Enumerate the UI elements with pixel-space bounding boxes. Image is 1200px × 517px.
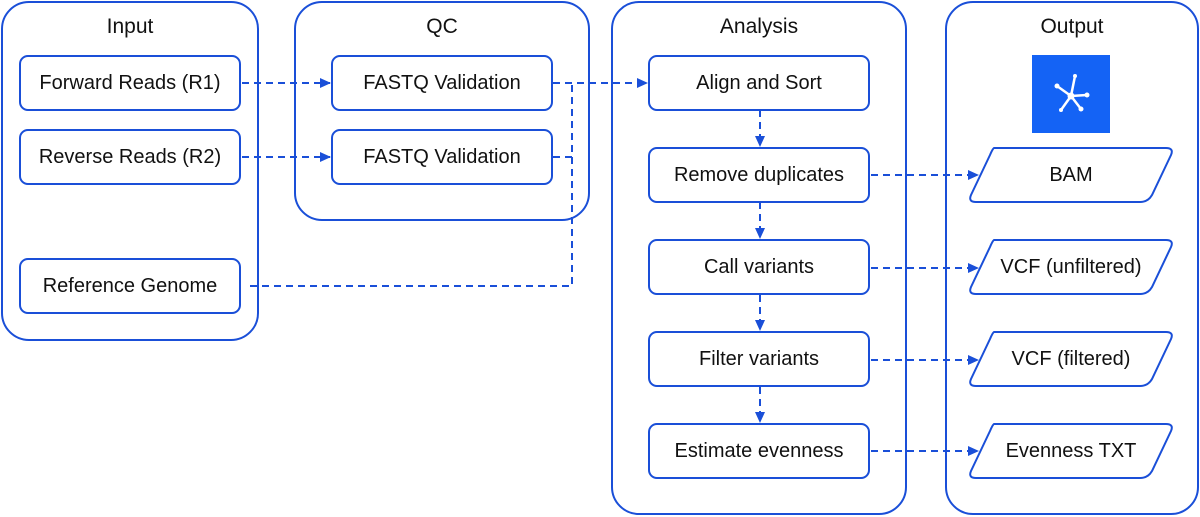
parallelogram-shape [969,423,1173,479]
vcf-unfiltered-label: VCF (unfiltered) [1000,255,1142,278]
fastq-validation-node-1: FASTQ Validation [331,55,553,111]
call-variants-node: Call variants [648,239,870,295]
bam-output-node: BAM [966,147,1176,203]
evenness-txt-output-node: Evenness TXT [966,423,1176,479]
remove-duplicates-node: Remove duplicates [648,147,870,203]
vcf-filtered-output-node: VCF (filtered) [966,331,1176,387]
fastq-validation-node-2: FASTQ Validation [331,129,553,185]
parallelogram-shape [969,147,1173,203]
analysis-group-title: Analysis [719,15,799,38]
edge-ref-align [250,83,573,287]
reference-genome-node: Reference Genome [19,258,241,314]
bam-label: BAM [1049,163,1093,186]
vcf-filtered-label: VCF (filtered) [1011,347,1131,370]
estimate-evenness-node: Estimate evenness [648,423,870,479]
forward-reads-node: Forward Reads (R1) [19,55,241,111]
qc-group-title: QC [426,15,458,38]
input-group-title: Input [106,15,154,38]
parallelogram-shape [969,331,1173,387]
filter-variants-node: Filter variants [648,331,870,387]
parallelogram-shape [969,239,1173,295]
vcf-unfiltered-output-node: VCF (unfiltered) [966,239,1176,295]
reverse-reads-node: Reverse Reads (R2) [19,129,241,185]
evenness-txt-label: Evenness TXT [1005,439,1137,462]
align-sort-node: Align and Sort [648,55,870,111]
output-group-title: Output [1040,15,1104,38]
edge-qc2-align [553,83,573,158]
network-logo-icon [1032,55,1110,133]
